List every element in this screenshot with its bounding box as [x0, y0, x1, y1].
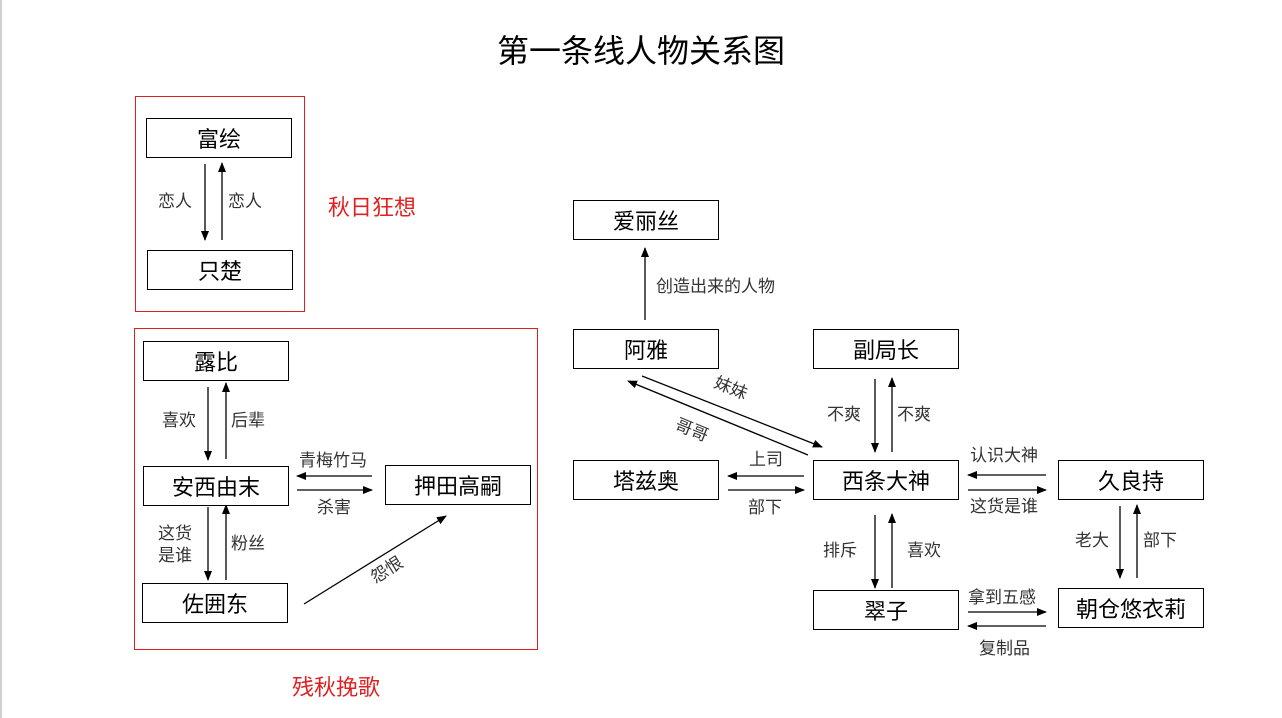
label-yatian-anxi: 青梅竹马: [299, 451, 367, 471]
label-xitiao-cuizi: 排斥: [823, 541, 857, 561]
node-chaocang: 朝仓悠衣莉: [1058, 588, 1204, 628]
group-label-autumn-fantasy: 秋日狂想: [328, 196, 417, 221]
left-edge: [0, 0, 2, 718]
label-fuju-xitiao: 不爽: [827, 405, 861, 425]
node-yatiangaosi: 押田高嗣: [385, 465, 531, 505]
node-ailisi: 爱丽丝: [573, 200, 719, 240]
group-label-remnant-autumn: 残秋挽歌: [292, 676, 381, 701]
label-anxi-zuowei: 这货是谁: [158, 524, 192, 566]
group-frame-autumn-fantasy: [135, 96, 305, 312]
label-cuizi-chaocang: 拿到五感: [968, 588, 1036, 608]
label-jiuliang-xitiao: 认识大神: [970, 446, 1038, 466]
node-fuhui: 富绘: [146, 118, 292, 158]
label-anxi-yatian: 杀害: [317, 498, 351, 518]
label-lubi-anxi: 喜欢: [162, 411, 196, 431]
arrow-aya-xitiao: [641, 375, 823, 448]
arrow-zuowei-yatian: [303, 515, 447, 605]
label-zhichu-fuhui: 恋人: [228, 192, 262, 212]
node-jiuliangchi: 久良持: [1058, 460, 1204, 500]
label-chaocang-jiuliang: 部下: [1143, 531, 1177, 551]
label-xitiao-fuju: 不爽: [897, 405, 931, 425]
node-aya: 阿雅: [573, 329, 719, 369]
label-tazi-xitiao: 部下: [748, 498, 782, 518]
label-cuizi-xitiao: 喜欢: [907, 541, 941, 561]
label-xitiao-jiuliang: 这货是谁: [970, 497, 1038, 517]
node-tazi-ao: 塔兹奥: [573, 460, 719, 500]
node-lubi: 露比: [143, 341, 289, 381]
group-frame-remnant-autumn: [134, 328, 538, 650]
diagram-title: 第一条线人物关系图: [496, 32, 785, 70]
label-xitiao-tazi: 上司: [749, 450, 783, 470]
label-anxi-lubi: 后辈: [231, 411, 265, 431]
label-fuhui-zhichu: 恋人: [158, 192, 192, 212]
label-chaocang-cuizi: 复制品: [979, 639, 1030, 659]
node-zuoweidong: 佐囲东: [142, 583, 288, 623]
arrow-xitiao-aya: [627, 380, 809, 456]
node-anxiyoumo: 安西由末: [143, 466, 289, 506]
label-aya-ailisi: 创造出来的人物: [656, 277, 775, 297]
node-fujuzhang: 副局长: [813, 329, 959, 369]
node-cuizi: 翠子: [813, 590, 959, 630]
label-zuowei-anxi: 粉丝: [231, 534, 265, 554]
node-xitiaodashen: 西条大神: [813, 460, 959, 500]
node-zhichu: 只楚: [147, 250, 293, 290]
label-jiuliang-chaocang: 老大: [1075, 531, 1109, 551]
